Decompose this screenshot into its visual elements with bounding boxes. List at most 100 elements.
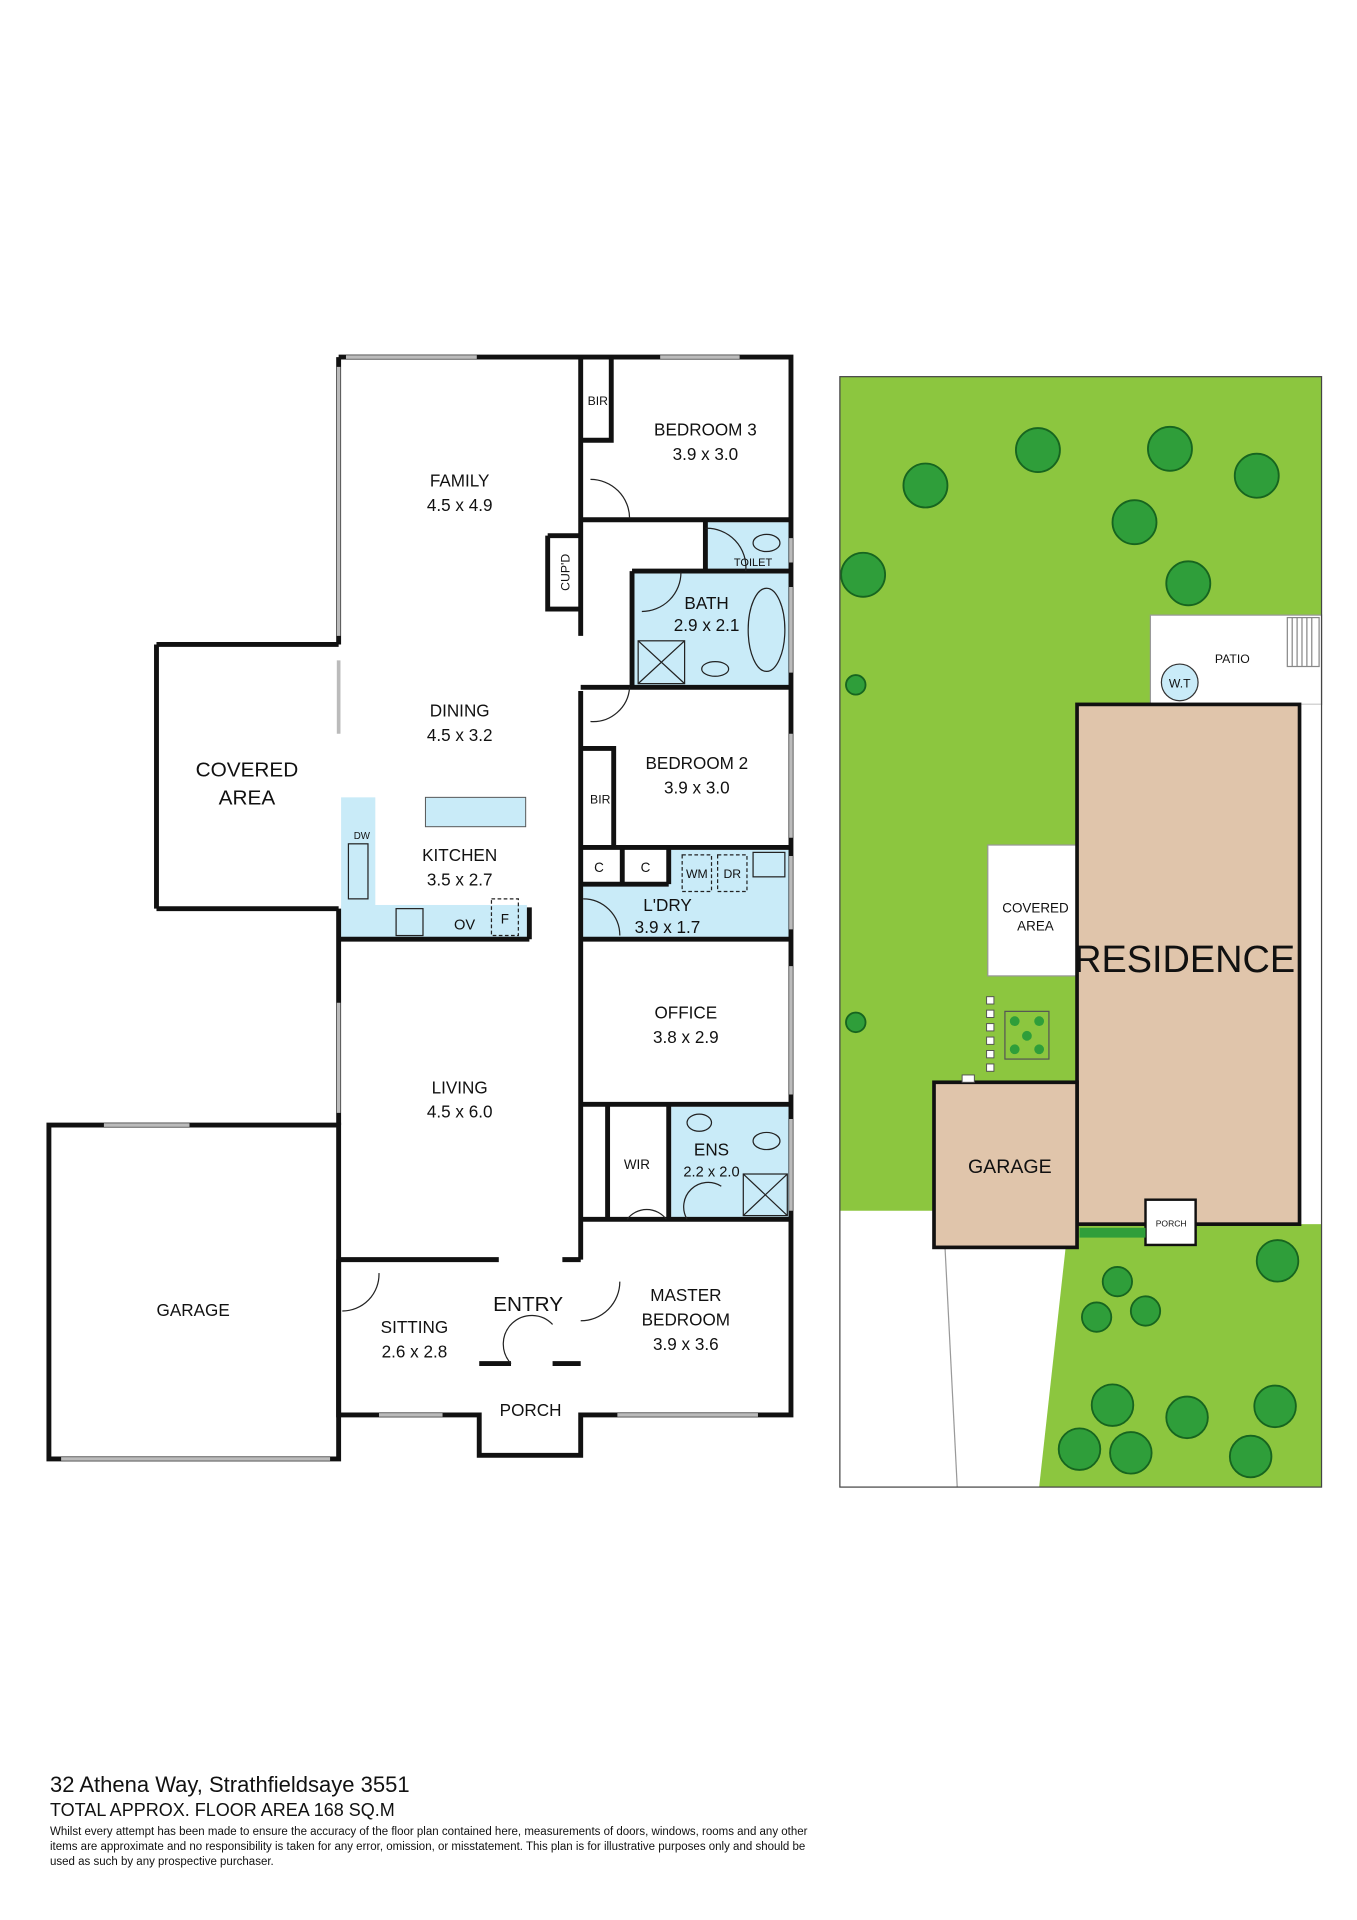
ensuite-shower-lines (742, 1173, 788, 1217)
floor-area: TOTAL APPROX. FLOOR AREA 168 SQ.M (50, 1800, 395, 1820)
trees (840, 425, 1300, 1479)
wm-label: WM (686, 867, 708, 881)
cupboard-label: CUP'D (559, 554, 573, 591)
covered-area-outline (154, 642, 339, 912)
cupboard-c1-label: C (594, 860, 604, 875)
windows (61, 355, 793, 1461)
bir-label-bedroom2: BIR (590, 792, 611, 806)
site-porch (1144, 1198, 1197, 1247)
site-garage-label: GARAGE (968, 1156, 1052, 1178)
residence-building (1075, 702, 1302, 1226)
room-dims-kitchen: 3.5 x 2.7 (427, 870, 493, 889)
site-covered-label: COVERED (1002, 900, 1069, 915)
ensuite-shower-icon (742, 1173, 788, 1217)
tree-icon (1147, 425, 1193, 472)
shower-drain-lines (637, 640, 686, 685)
bath-room (634, 573, 791, 688)
floor-plan: FAMILY 4.5 x 4.9 DINING 4.5 x 3.2 KITCHE… (46, 354, 794, 1462)
interior-walls (338, 357, 791, 1367)
kitchen-bench-bottom (341, 904, 527, 938)
patio-label: PATIO (1215, 652, 1250, 666)
room-dims-bedroom3: 3.9 x 3.0 (673, 445, 739, 464)
shrub-icon (845, 674, 867, 696)
washing-machine-space (681, 854, 713, 893)
tree-icon (1057, 1427, 1102, 1471)
tree-icon (1129, 1295, 1162, 1327)
toilet-icon (752, 533, 781, 553)
garden-strip (1079, 1227, 1146, 1238)
door-swings (342, 478, 747, 1364)
room-dims-ensuite: 2.2 x 2.0 (683, 1164, 739, 1180)
dryer-label: DR (723, 867, 741, 881)
site-covered-area (987, 844, 1078, 977)
laundry-tub-icon (752, 851, 786, 878)
footer: 32 Athena Way, Strathfieldsaye 3551 TOTA… (50, 1772, 810, 1870)
bathtub-icon (747, 587, 786, 672)
water-tank-icon (1160, 663, 1199, 702)
room-name-office: OFFICE (654, 1004, 717, 1023)
room-name-kitchen: KITCHEN (422, 846, 497, 865)
room-name-living: LIVING (432, 1078, 488, 1097)
room-name-bath: BATH (684, 594, 728, 613)
shower-icon (637, 640, 686, 685)
covered-area-label: COVERED (196, 759, 299, 782)
tree-icon (1165, 1395, 1209, 1440)
tree-icon (1165, 560, 1212, 607)
site-porch-label: PORCH (1156, 1219, 1187, 1229)
sink-icon (347, 843, 369, 900)
dryer-space (717, 854, 748, 893)
room-dims-bedroom2: 3.9 x 3.0 (664, 779, 730, 798)
site-boundary (839, 376, 1323, 1488)
garage-wall (46, 1122, 342, 1462)
residence-label: RESIDENCE (1074, 939, 1295, 981)
room-name-master: MASTER (650, 1286, 721, 1305)
tree-icon (840, 551, 887, 598)
room-dims-sitting: 2.6 x 2.8 (382, 1342, 448, 1361)
cupboard-c2-label: C (641, 860, 651, 875)
planter-shrubs (1009, 1016, 1045, 1055)
oven-label: OV (454, 917, 475, 933)
entry-label: ENTRY (493, 1293, 563, 1316)
room-name-bedroom2: BEDROOM 2 (646, 754, 749, 773)
basin-icon (701, 660, 730, 677)
tree-icon (902, 462, 949, 509)
toilet-label: TOILET (734, 557, 773, 569)
water-tank-label: W.T (1169, 676, 1191, 690)
tree-icon (1233, 452, 1280, 499)
driveway-edge (944, 1247, 958, 1488)
garage-label: GARAGE (157, 1301, 230, 1320)
tree-icon (1014, 427, 1061, 473)
room-dims-dining: 4.5 x 3.2 (427, 726, 493, 745)
disclaimer: Whilst every attempt has been made to en… (50, 1826, 808, 1868)
room-dims-master: 3.9 x 3.6 (653, 1335, 719, 1354)
kitchen-island (424, 796, 527, 828)
bir-label-bedroom3: BIR (588, 394, 609, 408)
stepping-stones (961, 996, 995, 1083)
room-name-laundry: L'DRY (643, 896, 692, 915)
room-dims-family: 4.5 x 4.9 (427, 496, 493, 515)
room-name-family: FAMILY (430, 472, 490, 491)
room-name-ensuite: ENS (694, 1141, 729, 1160)
shrub-icon (845, 1011, 867, 1034)
room-dims-office: 3.8 x 2.9 (653, 1028, 719, 1047)
site-garage-building (932, 1080, 1079, 1250)
fridge-label: F (501, 911, 509, 926)
tree-icon (1090, 1383, 1135, 1427)
dishwasher-label: DW (354, 831, 371, 842)
side-path (1299, 704, 1322, 1225)
tree-icon (1255, 1239, 1300, 1283)
tree-icon (1111, 499, 1158, 546)
tree-icon (1081, 1301, 1113, 1333)
room-dims-living: 4.5 x 6.0 (427, 1103, 493, 1122)
room-name-bedroom3: BEDROOM 3 (654, 420, 757, 439)
room-name-dining: DINING (430, 702, 490, 721)
ensuite-toilet-icon (752, 1131, 781, 1151)
fridge-space (490, 898, 519, 937)
ensuite-basin-icon (686, 1113, 713, 1132)
porch-label: PORCH (500, 1401, 562, 1420)
covered-area-label-2: AREA (219, 787, 276, 810)
step-lines (1291, 617, 1313, 667)
site-plan: RESIDENCE GARAGE COVERED AREA PATIO W.T … (839, 376, 1323, 1488)
cupboards-bg (583, 849, 669, 885)
